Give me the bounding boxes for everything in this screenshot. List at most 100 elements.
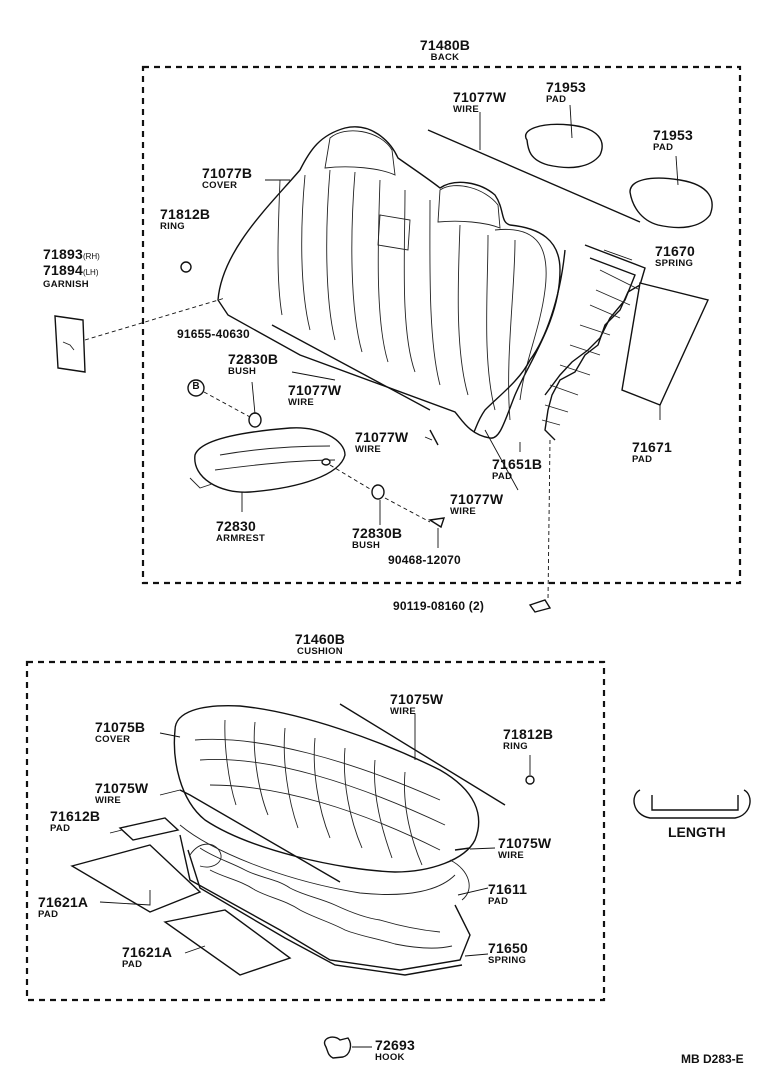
part-name: WIRE [288,397,315,408]
length-label: LENGTH [668,824,726,840]
part-name: SPRING [488,955,527,966]
bush-72830b-b-label: 72830B BUSH [352,526,402,551]
ring-71812b-back-label: 71812B RING [160,207,210,232]
part-number: 71953 [546,79,586,95]
part-name: BUSH [352,540,381,551]
wire-71075w-top-label: 71075W WIRE [390,692,443,717]
ring-71812b-cushion-label: 71812B RING [503,727,553,752]
part-name: WIRE [95,795,122,806]
group-cushion-label: 71460B CUSHION [280,632,360,657]
bolt-symbol: B [192,381,200,392]
part-name: WIRE [453,104,480,115]
wire-71075w-left-label: 71075W WIRE [95,781,148,806]
part-number: 71812B [503,726,554,742]
part-name: GARNISH [43,279,89,290]
part-name: WIRE [390,706,417,717]
armrest-72830-label: 72830 ARMREST [216,519,265,544]
pad-71621a-b-shape [163,909,292,976]
pad-71953-a-shape [524,123,603,169]
clip-90468-label: 90468-12070 [388,554,461,566]
bolt-90119-label: 90119-08160 (2) [393,600,484,612]
part-number: 71075W [95,780,149,796]
group-back-part: 71480B [419,37,471,53]
part-name: PAD [488,896,509,907]
seat-back-drawing [217,126,646,441]
pad-71612b-label: 71612B PAD [50,809,100,834]
part-name: ARMREST [216,533,266,544]
part-number: 71077W [355,429,409,445]
pad-71611-label: 71611 PAD [488,882,527,907]
pad-71621a-b-label: 71621A PAD [122,945,172,970]
part-name: PAD [492,471,513,482]
part-name: PAD [546,94,567,105]
part-number: 72830B [352,525,403,541]
garnish-lh-tag: (LH) [82,268,99,277]
spring-71650-label: 71650 SPRING [488,941,528,966]
armrest-shape [194,427,346,493]
bush-72830b-a-shape [248,412,262,428]
wire-71077w-bottom-label: 71077W WIRE [450,492,503,517]
bolt-91655-label: 91655-40630 [177,328,250,340]
pad-71953-a-label: 71953 PAD [546,80,586,105]
part-name: PAD [122,959,143,970]
part-number: 71077W [450,491,504,507]
part-name: WIRE [498,850,525,861]
part-number: 71651B [492,456,543,472]
cover-71077b-label: 71077B COVER [202,166,252,191]
part-number: 71650 [488,940,528,956]
part-number: 91655-40630 [177,327,250,341]
clip-90468-shape [428,517,446,529]
part-number: 71077W [453,89,507,105]
length-indicator-shape [633,789,751,819]
part-number: 72830B [228,351,279,367]
garnish-rh-tag: (RH) [82,252,100,261]
hook-72693-label: 72693 HOOK [375,1038,415,1063]
pad-71953-b-label: 71953 PAD [653,128,693,153]
group-back-label: 71480B BACK [405,38,485,63]
garnish-label: 71893(RH) 71894(LH) GARNISH [43,247,100,290]
part-number: 72693 [375,1037,415,1053]
part-name: PAD [50,823,71,834]
wire-71077w-left-label: 71077W WIRE [288,383,341,408]
part-number: 71621A [122,944,173,960]
part-number: 71953 [653,127,693,143]
spring-71670-label: 71670 SPRING [655,244,695,269]
part-name: RING [160,221,185,232]
part-name: BUSH [228,366,257,377]
part-number: 71077W [288,382,342,398]
cover-71075b-label: 71075B COVER [95,720,145,745]
part-name: HOOK [375,1052,405,1063]
bolt-90119-shape [528,599,552,613]
part-name: COVER [202,180,238,191]
part-number: 72830 [216,518,256,534]
diagram-code: MB D283-E [681,1052,744,1066]
part-number: 90468-12070 [388,553,461,567]
pad-71612b-shape [118,817,180,841]
seat-cushion-drawing [173,703,506,976]
part-name: PAD [632,454,653,465]
part-name: PAD [653,142,674,153]
garnish-lh-part: 71894 [43,262,83,278]
pad-71621a-a-label: 71621A PAD [38,895,88,920]
part-number: 90119-08160 (2) [393,599,485,613]
wire-71077w-mid-label: 71077W WIRE [355,430,408,455]
back-group-frame [141,65,742,585]
part-name: WIRE [450,506,477,517]
wire-71075w-right-label: 71075W WIRE [498,836,551,861]
part-name: WIRE [355,444,382,455]
pad-71621a-a-shape [70,844,202,913]
part-number: 71077B [202,165,253,181]
part-number: 71075W [390,691,444,707]
bush-72830b-a-label: 72830B BUSH [228,352,278,377]
part-number: 71612B [50,808,101,824]
cushion-group-frame [25,660,606,1002]
part-name: COVER [95,734,131,745]
part-number: 71671 [632,439,672,455]
bolt-91655-circle [187,379,205,397]
part-name: RING [503,741,528,752]
part-number: 71621A [38,894,89,910]
garnish-shape [54,315,86,373]
part-number: 71670 [655,243,695,259]
